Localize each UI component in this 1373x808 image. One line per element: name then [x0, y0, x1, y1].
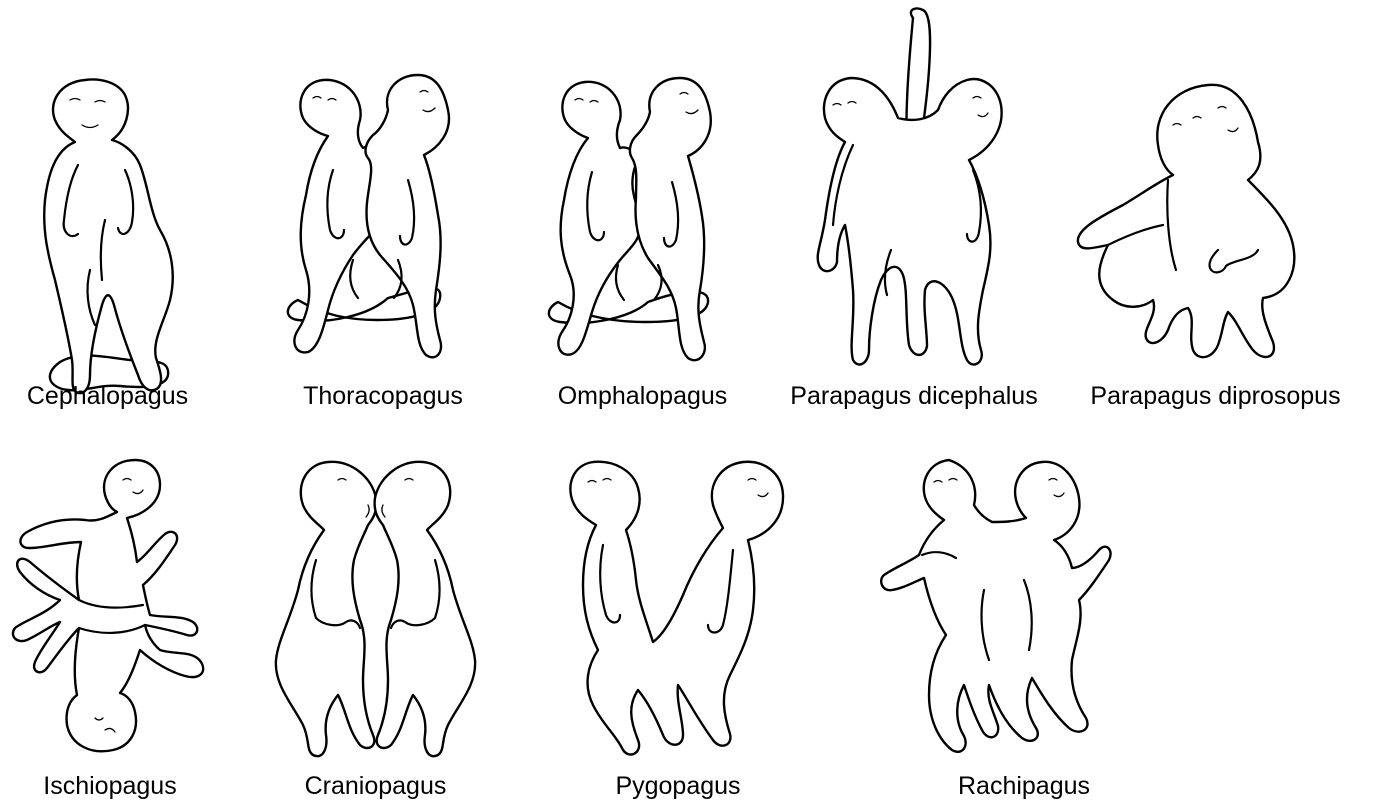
parapagus-diprosopus-illustration [1068, 70, 1363, 370]
label-craniopagus: Craniopagus [268, 772, 483, 801]
thoracopagus-illustration [268, 70, 498, 370]
panel-rachipagus: Rachipagus [874, 450, 1174, 808]
label-ischiopagus: Ischiopagus [5, 772, 215, 801]
panel-ischiopagus: Ischiopagus [5, 450, 215, 808]
panel-pygopagus: Pygopagus [548, 450, 808, 808]
pygopagus-illustration [548, 450, 808, 760]
omphalopagus-illustration [530, 70, 755, 370]
label-parapagus-dicephalus: Parapagus dicephalus [773, 382, 1055, 411]
label-cephalopagus: Cephalopagus [0, 382, 215, 411]
panel-cephalopagus: Cephalopagus [0, 70, 215, 420]
label-rachipagus: Rachipagus [874, 772, 1174, 801]
label-parapagus-diprosopus: Parapagus diprosopus [1068, 382, 1363, 411]
parapagus-dicephalus-illustration [773, 0, 1055, 370]
panel-parapagus-dicephalus: Parapagus dicephalus [773, 0, 1055, 420]
cephalopagus-illustration [0, 70, 215, 370]
panel-craniopagus: Craniopagus [268, 450, 483, 808]
ischiopagus-illustration [5, 450, 215, 760]
rachipagus-illustration [874, 450, 1174, 760]
label-thoracopagus: Thoracopagus [268, 382, 498, 411]
panel-parapagus-diprosopus: Parapagus diprosopus [1068, 70, 1363, 420]
label-omphalopagus: Omphalopagus [530, 382, 755, 411]
craniopagus-illustration [268, 450, 483, 760]
label-pygopagus: Pygopagus [548, 772, 808, 801]
panel-omphalopagus: Omphalopagus [530, 70, 755, 420]
panel-thoracopagus: Thoracopagus [268, 70, 498, 420]
